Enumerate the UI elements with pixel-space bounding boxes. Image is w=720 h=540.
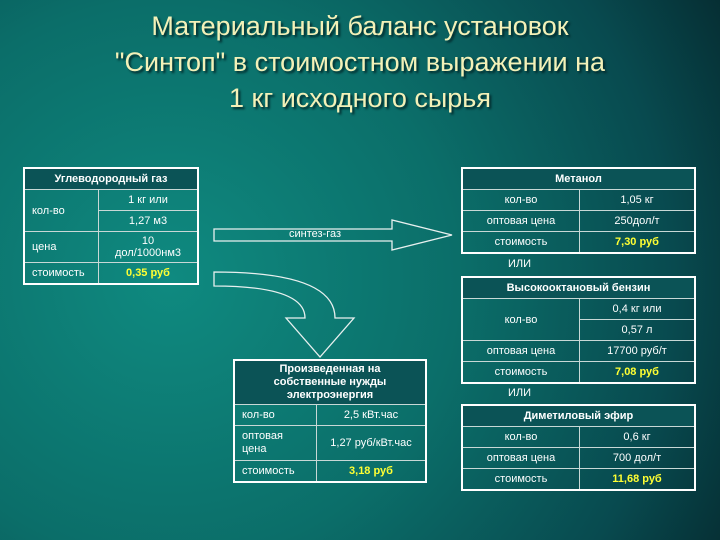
dme-qty-value: 0,6 кг [579,426,696,448]
gasoline-header: Высокооктановый бензин [461,276,696,299]
syngas-label: синтез-газ [289,228,342,240]
gas-cost-value: 0,35 руб [98,262,199,285]
electricity-price-label-1: оптовая [242,430,283,442]
electricity-price-label: оптовая цена [233,425,317,461]
slide-title: Материальный баланс установок "Синтоп" в… [0,8,720,116]
methanol-price-label: оптовая цена [461,210,580,232]
gasoline-cost-label: стоимость [461,361,580,384]
electricity-cost-value: 3,18 руб [316,460,427,483]
or-label-2: ИЛИ [508,387,532,399]
electricity-arrow [213,271,356,358]
electricity-price-value: 1,27 руб/кВт.час [316,425,427,461]
electricity-qty-label: кол-во [233,404,317,426]
gasoline-price-value: 17700 руб/т [579,340,696,362]
gasoline-cost-value: 7,08 руб [579,361,696,384]
gas-price-label: цена [23,231,99,263]
title-line-3: 1 кг исходного сырья [229,83,491,113]
methanol-qty-label: кол-во [461,189,580,211]
gas-price-value-2: дол/1000нм3 [115,247,181,259]
dme-table: Диметиловый эфир кол-во 0,6 кг оптовая ц… [461,404,696,491]
methanol-price-value: 250дол/т [579,210,696,232]
gasoline-table: Высокооктановый бензин кол-во 0,4 кг или… [461,276,696,384]
electricity-header-1: Произведенная на [279,363,381,375]
gas-qty-label: кол-во [23,189,99,232]
methanol-table: Метанол кол-во 1,05 кг оптовая цена 250д… [461,167,696,254]
methanol-cost-value: 7,30 руб [579,231,696,254]
electricity-header: Произведенная на собственные нужды элект… [233,359,427,405]
dme-price-value: 700 дол/т [579,447,696,469]
gasoline-price-label: оптовая цена [461,340,580,362]
dme-qty-label: кол-во [461,426,580,448]
gasoline-qty-label: кол-во [461,298,580,341]
title-line-1: Материальный баланс установок [151,11,569,41]
title-line-2: "Синтоп" в стоимостном выражении на [114,47,606,77]
gasoline-qty-value-1: 0,4 кг или [579,298,696,320]
electricity-cost-label: стоимость [233,460,317,483]
gas-table: Углеводородный газ кол-во 1 кг или 1,27 … [23,167,199,285]
electricity-table: Произведенная на собственные нужды элект… [233,359,427,483]
gas-price-value: 10 дол/1000нм3 [98,231,199,263]
methanol-qty-value: 1,05 кг [579,189,696,211]
syngas-arrow [213,219,453,251]
dme-cost-value: 11,68 руб [579,468,696,491]
electricity-qty-value: 2,5 кВт.час [316,404,427,426]
gas-table-header: Углеводородный газ [23,167,199,190]
gas-price-value-1: 10 [141,235,155,247]
methanol-cost-label: стоимость [461,231,580,254]
gas-cost-label: стоимость [23,262,99,285]
methanol-header: Метанол [461,167,696,190]
electricity-header-2: собственные нужды [273,376,387,388]
electricity-price-label-2: цена [242,443,267,455]
dme-header: Диметиловый эфир [461,404,696,427]
gas-qty-value-2: 1,27 м3 [98,210,199,232]
electricity-header-3: электроэнергия [286,389,374,401]
gasoline-qty-value-2: 0,57 л [579,319,696,341]
dme-price-label: оптовая цена [461,447,580,469]
dme-cost-label: стоимость [461,468,580,491]
or-label-1: ИЛИ [508,258,532,270]
gas-qty-value-1: 1 кг или [98,189,199,211]
